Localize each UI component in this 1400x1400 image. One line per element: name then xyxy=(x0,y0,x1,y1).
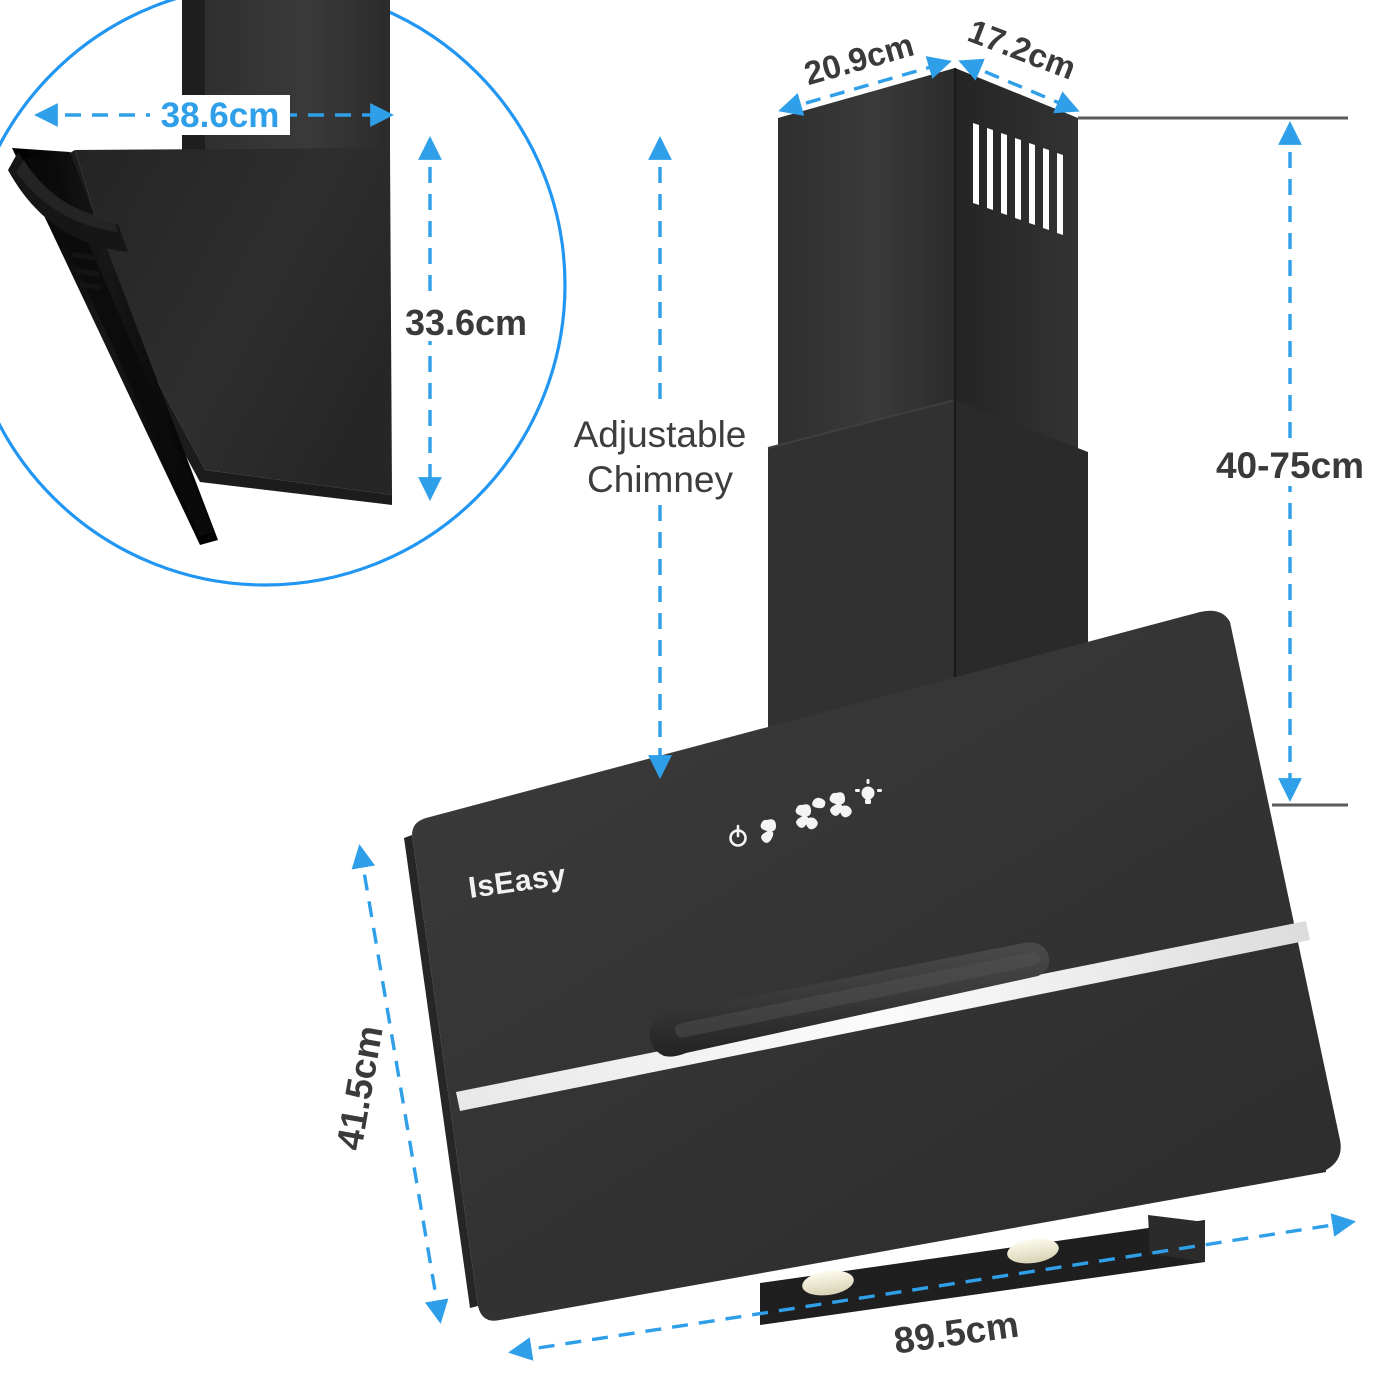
dim-label-bg-inset-width xyxy=(150,95,290,135)
fan-speed-3-icon[interactable] xyxy=(812,792,852,818)
chrome-strip xyxy=(456,921,1310,1111)
dim-line-209 xyxy=(778,56,952,116)
inset-bracket-3 xyxy=(79,282,102,291)
dim-label-209: 20.9cm xyxy=(800,26,918,92)
callout-adjustable-chimney: Adjustable Chimney xyxy=(574,136,747,779)
dim-label-inset-height: 33.6cm xyxy=(405,302,527,343)
callout-line2: Chimney xyxy=(587,459,733,500)
inset-handle-highlight xyxy=(16,160,118,232)
callout-line1: Adjustable xyxy=(574,414,747,455)
power-icon[interactable] xyxy=(729,824,747,847)
inset-bracket-1 xyxy=(71,251,98,261)
ventilation-slats xyxy=(973,123,1063,235)
handle-bar xyxy=(649,942,1050,1057)
detail-circle-outline xyxy=(0,0,567,587)
dim-label-4075: 40-75cm xyxy=(1216,445,1364,486)
fan-speed-1-icon[interactable] xyxy=(760,819,776,843)
chimney-seam xyxy=(767,399,956,449)
dim-label-415: 41.5cm xyxy=(329,1022,391,1153)
inset-bracket-2 xyxy=(73,268,100,277)
dim-label-bg-inset-height xyxy=(398,295,538,341)
dim-label-172: 17.2cm xyxy=(963,12,1081,87)
inset-glass-panel xyxy=(75,148,392,495)
handle-bar-highlight xyxy=(674,952,1041,1038)
dim-label-inset-width: 38.6cm xyxy=(161,96,280,135)
dim-line-172 xyxy=(958,58,1080,114)
control-panel[interactable] xyxy=(729,779,883,847)
dim-inset-height: 33.6cm xyxy=(398,136,538,501)
fan-speed-2-icon[interactable] xyxy=(795,804,818,830)
dim-mounting-height-range: 40-75cm xyxy=(1198,121,1384,802)
dim-label-bg-4075 xyxy=(1198,438,1384,486)
hood-underside-right xyxy=(1148,1215,1205,1262)
product-group: IsEasy xyxy=(404,68,1341,1325)
inset-detail-group: 38.6cm 33.6cm xyxy=(0,0,567,587)
dim-label-895: 89.5cm xyxy=(891,1304,1021,1362)
dim-inset-width: 38.6cm xyxy=(34,95,394,135)
dim-line-895 xyxy=(508,1213,1356,1361)
glass-panel xyxy=(412,610,1341,1321)
light-icon[interactable] xyxy=(855,779,882,804)
